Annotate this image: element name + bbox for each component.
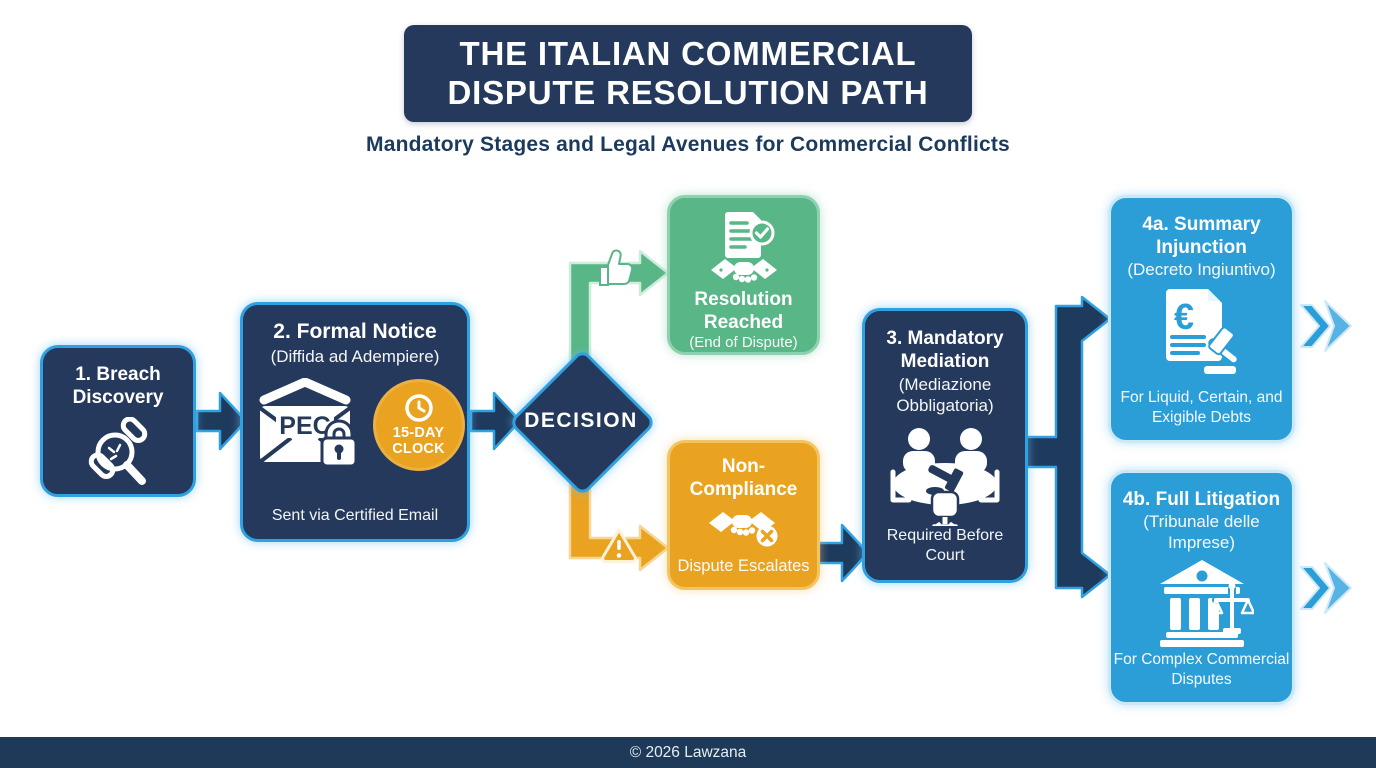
contract-check-handshake-icon bbox=[710, 212, 777, 283]
copyright-text: © 2026 Lawzana bbox=[629, 743, 747, 761]
split-connector-to-4a-4b bbox=[1026, 295, 1112, 599]
formal-notice-subtitle: (Diffida ad Adempiere) bbox=[270, 346, 440, 366]
node-full-litigation: 4b. Full Litigation (Tribunale delle Imp… bbox=[1108, 470, 1295, 705]
resolution-subtitle: (End of Dispute) bbox=[689, 334, 798, 351]
litigation-title: 4b. Full Litigation bbox=[1122, 489, 1281, 510]
injunction-caption: For Liquid, Certain, and Exigible Debts bbox=[1120, 389, 1283, 426]
node-resolution-reached: Resolution Reached (End of Dispute) bbox=[667, 195, 820, 355]
pec-label: PEC bbox=[279, 412, 330, 440]
green-yes-elbow-arrow bbox=[568, 249, 670, 371]
litigation-caption: For Complex Commercial Disputes bbox=[1113, 651, 1290, 688]
decision-label: DECISION bbox=[524, 409, 638, 432]
thumbs-up-icon bbox=[599, 249, 634, 286]
clock-label-line2: CLOCK bbox=[392, 441, 445, 457]
arrow-noncompliance-to-mediation bbox=[818, 523, 870, 583]
page-title-line2: DISPUTE RESOLUTION PATH bbox=[447, 73, 929, 111]
node-formal-notice: 2. Formal Notice (Diffida ad Adempiere) … bbox=[240, 302, 470, 542]
clock-icon bbox=[404, 394, 433, 422]
injunction-title: 4a. Summary Injunction bbox=[1142, 214, 1261, 259]
non-compliance-caption: Dispute Escalates bbox=[677, 557, 810, 576]
mediation-subtitle: (Mediazione Obbligatoria) bbox=[896, 375, 994, 415]
arrow-notice-to-decision bbox=[470, 391, 522, 451]
pec-envelope-lock-icon: PEC bbox=[258, 378, 357, 468]
node-non-compliance: Non-Compliance Dispute Escalates bbox=[667, 440, 820, 590]
node-summary-injunction: 4a. Summary Injunction (Decreto Ingiunti… bbox=[1108, 195, 1295, 443]
footer-bar: © 2026 Lawzana bbox=[0, 737, 1376, 768]
formal-notice-icons: PEC 15-DAY CLOCK bbox=[246, 378, 465, 472]
injunction-subtitle: (Decreto Ingiuntivo) bbox=[1127, 260, 1276, 280]
warning-triangle-icon bbox=[601, 528, 637, 563]
arrow-breach-to-notice bbox=[196, 391, 248, 451]
fifteen-day-clock-badge: 15-DAY CLOCK bbox=[372, 379, 465, 471]
resolution-title: Resolution Reached bbox=[694, 288, 793, 333]
mediation-caption: Required Before Court bbox=[886, 527, 1004, 564]
double-chevron-after-4a bbox=[1300, 300, 1352, 352]
magnifier-broken-chain-icon bbox=[88, 417, 148, 486]
page-subtitle: Mandatory Stages and Legal Avenues for C… bbox=[366, 133, 1010, 156]
node-breach-discovery: 1. Breach Discovery bbox=[40, 345, 196, 497]
euro-document-gavel-icon: € bbox=[1165, 288, 1239, 374]
formal-notice-title: 2. Formal Notice bbox=[273, 320, 437, 343]
courthouse-scales-icon bbox=[1159, 559, 1254, 647]
mediation-table-gavel-icon bbox=[890, 428, 1000, 526]
clock-label-line1: 15-DAY bbox=[392, 424, 445, 441]
node-mandatory-mediation: 3. Mandatory Mediation (Mediazione Obbli… bbox=[862, 308, 1028, 583]
mediation-title: 3. Mandatory Mediation bbox=[886, 328, 1004, 373]
handshake-x-icon bbox=[708, 512, 777, 547]
litigation-subtitle: (Tribunale delle Imprese) bbox=[1143, 512, 1260, 552]
page-title-line1: THE ITALIAN COMMERCIAL bbox=[459, 34, 917, 72]
double-chevron-after-4b bbox=[1300, 562, 1352, 614]
svg-text:€: € bbox=[1173, 296, 1193, 337]
non-compliance-title: Non-Compliance bbox=[689, 456, 798, 501]
title-banner: THE ITALIAN COMMERCIAL DISPUTE RESOLUTIO… bbox=[404, 25, 972, 122]
formal-notice-caption: Sent via Certified Email bbox=[271, 507, 439, 524]
node-decision: DECISION bbox=[506, 346, 657, 497]
breach-title: 1. Breach Discovery bbox=[72, 364, 164, 409]
